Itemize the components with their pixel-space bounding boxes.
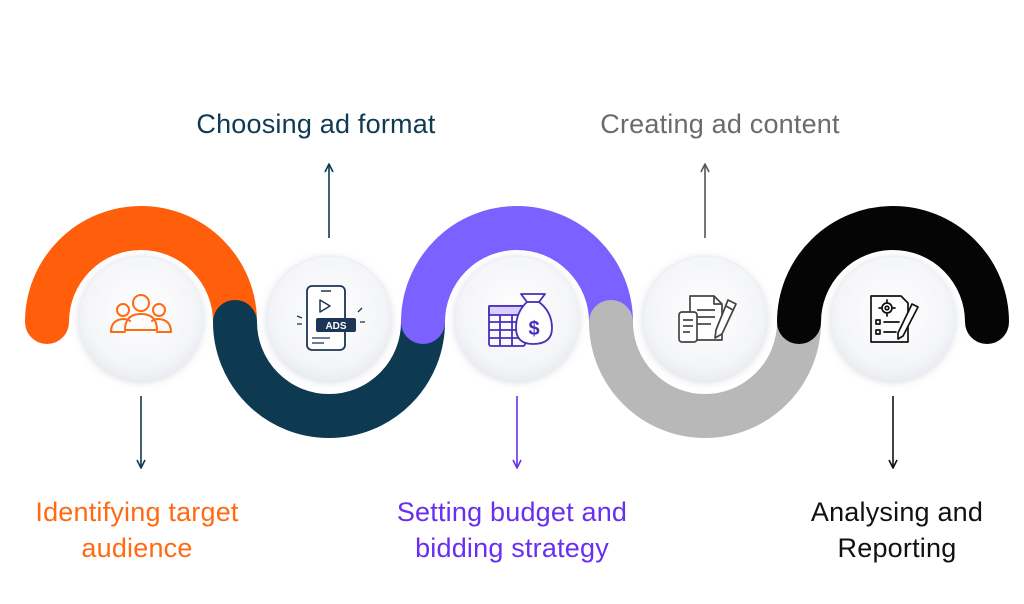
label-line: Identifying target — [35, 497, 239, 527]
budget-icon: $ — [488, 293, 553, 347]
segment-grey — [589, 300, 821, 438]
label-line: Analysing and — [810, 497, 984, 527]
dollar-sign-icon: $ — [528, 318, 539, 340]
label-choosing-ad-format: Choosing ad format — [196, 106, 435, 142]
report-icon — [870, 295, 919, 343]
label-identifying-target-audience: Identifying target audience — [35, 494, 238, 566]
step-circle-identify — [78, 255, 204, 381]
arrow-down-identify — [136, 396, 146, 469]
content-icon — [678, 295, 737, 343]
segment-black — [777, 206, 1009, 344]
label-creating-ad-content: Creating ad content — [600, 106, 839, 142]
ad-format-icon: ADS — [296, 285, 365, 351]
arrow-down-report — [888, 396, 898, 469]
label-line: bidding strategy — [415, 533, 609, 563]
label-line: audience — [81, 533, 193, 563]
audience-icon — [110, 294, 172, 333]
label-line: Setting budget and — [396, 497, 628, 527]
segment-purple — [401, 206, 633, 344]
label-setting-budget-bidding: Setting budget and bidding strategy — [397, 494, 627, 566]
arrow-up-format — [324, 163, 334, 238]
label-line: Reporting — [837, 533, 957, 563]
label-line: Choosing ad format — [196, 109, 436, 139]
segment-orange — [25, 206, 257, 344]
label-line: Creating ad content — [600, 109, 840, 139]
label-analysing-reporting: Analysing and Reporting — [811, 494, 983, 566]
connectors — [136, 163, 898, 469]
ads-badge-text: ADS — [325, 321, 346, 332]
step-circle-report — [830, 255, 956, 381]
segment-navy — [213, 300, 445, 438]
wave-track — [25, 206, 1009, 438]
arrow-down-budget — [512, 396, 522, 469]
arrow-up-content — [700, 163, 710, 238]
